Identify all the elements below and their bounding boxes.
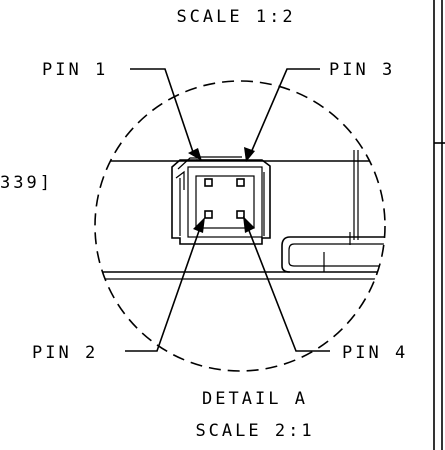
pin-1-label: PIN 1	[42, 60, 108, 80]
pin-3-pad	[236, 178, 245, 187]
pin-1-pad	[204, 178, 213, 187]
top-scale-label: SCALE 1:2	[176, 7, 295, 27]
pin-4-leader	[243, 216, 330, 352]
pin-4-label: PIN 4	[342, 343, 408, 363]
pin-1-leader	[130, 68, 202, 161]
detail-title: DETAIL A	[202, 389, 308, 409]
pin-2-pad	[204, 210, 213, 219]
detail-circle	[94, 80, 386, 372]
pin-4-pad	[236, 210, 245, 219]
detail-scale: SCALE 2:1	[195, 421, 314, 441]
pin-2-leader	[125, 217, 205, 352]
pin-2-label: PIN 2	[32, 343, 98, 363]
pin-3-label: PIN 3	[329, 60, 395, 80]
pin-3-leader	[244, 68, 320, 162]
partial-dimension-label: 339]	[0, 173, 53, 193]
detail-geometry	[95, 150, 385, 280]
sheet-border	[433, 0, 445, 450]
